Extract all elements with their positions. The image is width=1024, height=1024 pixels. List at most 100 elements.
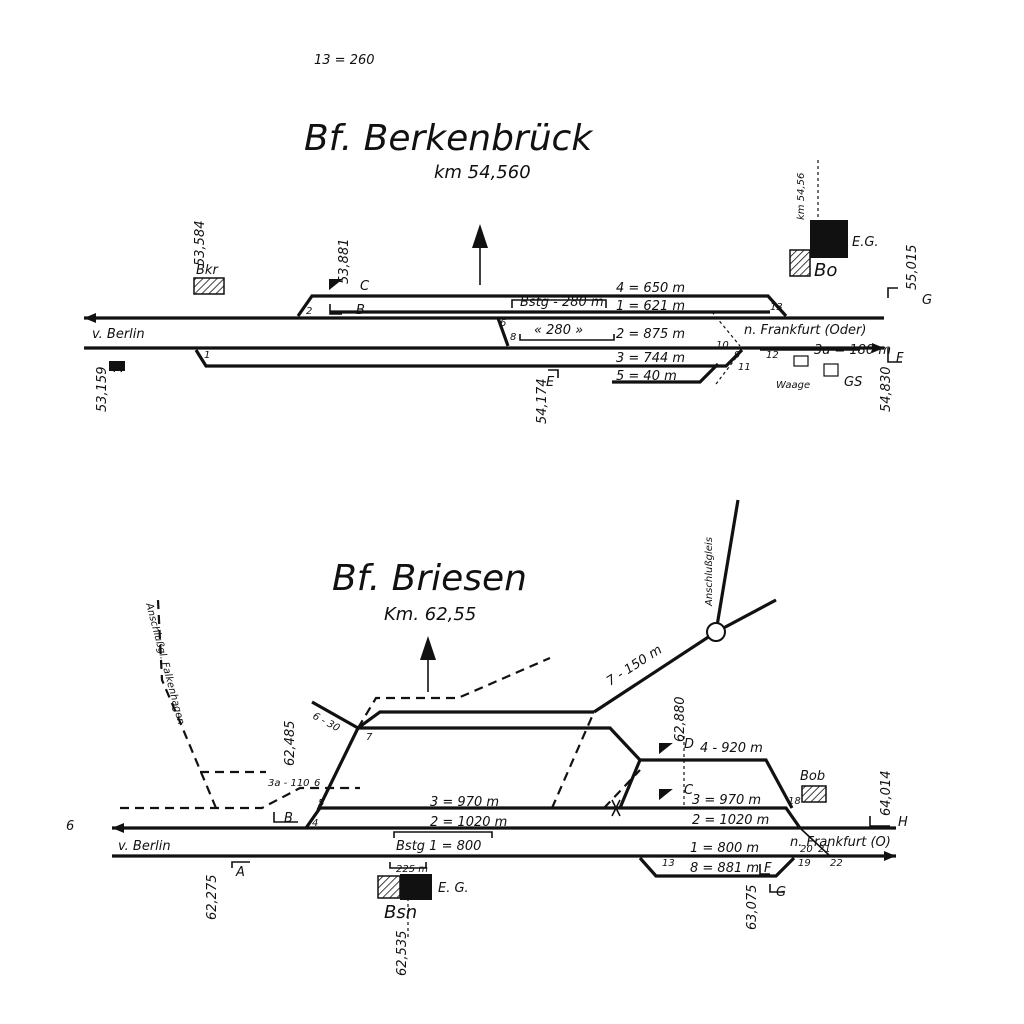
signal-g: G [887, 287, 932, 308]
building-eg [400, 874, 432, 900]
building-bo-label: Bo [814, 260, 837, 281]
switch-number: 6 [500, 318, 506, 329]
km-63075: 63,075 [745, 885, 760, 931]
track-3-label: 3 = 744 m [616, 351, 685, 366]
track-7-label: 7 - 150 m [604, 643, 665, 690]
switch-number: 2 [306, 306, 312, 317]
track-1-label: 1 = 800 m [690, 841, 759, 856]
km-62275: 62,275 [205, 875, 220, 921]
track-7 [316, 726, 642, 811]
building-eg [810, 220, 848, 258]
building-bsn-label: Bsn [384, 902, 417, 923]
siding-left-label: Anschlußgl. Falkenhagen [143, 601, 186, 726]
svg-text:E: E [546, 375, 555, 390]
switch-number: 1 [204, 350, 210, 361]
scale-note: 13 = 260 [314, 53, 375, 68]
track-2-label: 2 = 875 m [616, 327, 685, 342]
track-3-left-label: 3 = 970 m [430, 795, 499, 810]
track-4-label: 4 - 920 m [700, 741, 763, 756]
track-3a-label: 3a - 110 [268, 778, 310, 789]
km-53584: 53,584 [193, 221, 208, 267]
signal-a: A [109, 361, 125, 376]
track-4 [296, 294, 788, 318]
track-2-left-label: 2 = 1020 m [430, 815, 507, 830]
switch-number: 7 [366, 732, 373, 743]
svg-text:A: A [113, 361, 123, 376]
track-4-label: 4 = 650 m [616, 281, 685, 296]
switch-number: 12 [766, 350, 779, 361]
switch-number: 22 [830, 858, 843, 869]
switch-number: 8 [510, 332, 516, 343]
km-53159: 53,159 [95, 367, 110, 413]
direction-from: v. Berlin [92, 327, 145, 342]
km-54174: 54,174 [535, 379, 550, 425]
signal-h: H [869, 815, 908, 830]
svg-text:C: C [684, 783, 694, 798]
signal-b: B [273, 811, 298, 826]
direction-from: v. Berlin [118, 839, 171, 854]
svg-text:F: F [896, 351, 904, 366]
track-8-label: 8 = 881 m [690, 861, 759, 876]
building-bkr-label: Bkr [196, 263, 219, 278]
svg-text:C: C [360, 279, 370, 294]
switch-number: 18 [788, 796, 801, 807]
platform-second-label: « 280 » [534, 323, 583, 338]
north-arrow-icon [420, 636, 436, 692]
berkenbrueck-plan: Bf. Berkenbrück km 54,560 Bstg - 280 m «… [84, 118, 932, 424]
km-5456: km 54,56 [796, 173, 807, 220]
signal-b: B [329, 303, 365, 318]
km-64014: 64,014 [879, 771, 894, 817]
north-arrow-icon [472, 224, 488, 285]
svg-text:B: B [356, 303, 365, 318]
track-8 [638, 856, 796, 878]
svg-text:F: F [764, 861, 772, 876]
switch-number: 4 [312, 818, 318, 829]
platform-main-label: Bstg - 280 m [520, 295, 604, 310]
signal-g: G [769, 884, 786, 900]
km-62485: 62,485 [283, 721, 298, 767]
km-54830: 54,830 [879, 367, 894, 413]
building-eg-label: E.G. [852, 235, 879, 250]
svg-text:A: A [235, 865, 245, 880]
direction-to: n. Frankfurt (O) [790, 835, 891, 850]
switch-number: 21 [818, 844, 831, 855]
track-1-label: 1 = 621 m [616, 299, 685, 314]
platform-main-label: Bstg 1 = 800 [396, 839, 481, 854]
track-3a-label: 3a = 180 m [814, 343, 891, 358]
platform-second-label: 225 m [396, 864, 428, 875]
switch-number: 13 [770, 302, 783, 313]
turntable-icon [706, 622, 726, 642]
building-bob [801, 785, 827, 803]
briesen-title: Bf. Briesen [332, 558, 527, 599]
svg-text:G: G [776, 885, 786, 900]
siding-left [120, 786, 360, 810]
signal-d: D [659, 737, 694, 755]
track-4 [618, 758, 794, 809]
siding-right [593, 598, 777, 714]
building-eg-label: E. G. [438, 881, 469, 896]
switch-number: 13 [662, 858, 675, 869]
signal-a: A [231, 861, 250, 880]
building-bkr [193, 277, 225, 295]
briesen-plan: Bf. Briesen Km. 62,55 [66, 499, 908, 976]
track-5 [612, 362, 720, 384]
svg-text:B: B [284, 811, 293, 826]
track-3 [194, 348, 744, 368]
signal-f: F [759, 861, 772, 876]
briesen-km: Km. 62,55 [384, 604, 476, 625]
svg-text:G: G [922, 293, 932, 308]
svg-text:D: D [684, 737, 694, 752]
signal-f: F [887, 348, 904, 366]
signal-e: E [546, 369, 559, 390]
building-bob-label: Bob [800, 769, 825, 784]
switch-number: 6 [314, 778, 320, 789]
switch-number: 20 [800, 844, 813, 855]
switch-number: 11 [738, 362, 751, 373]
signal-c: C [329, 279, 370, 294]
berkenbrueck-km: km 54,560 [434, 162, 531, 183]
km-62880: 62,880 [673, 697, 688, 743]
building-bo [789, 249, 811, 277]
switch-number: 9 [734, 350, 740, 361]
km-53881: 53,881 [337, 239, 352, 285]
